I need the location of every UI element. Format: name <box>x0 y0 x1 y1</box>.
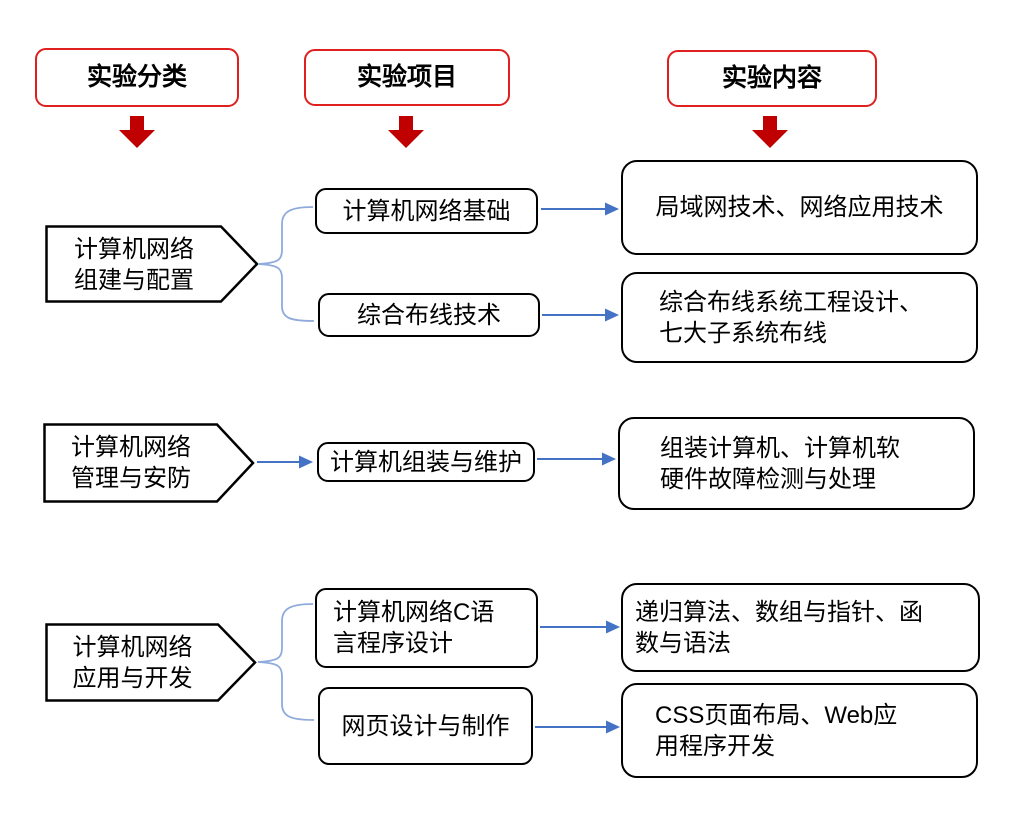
flow-arrow-head <box>299 455 313 469</box>
project-box-network-basics: 计算机网络基础 <box>315 188 538 234</box>
project-box-cabling: 综合布线技术 <box>318 293 540 337</box>
pentagon-shape <box>45 623 257 702</box>
category-label: 计算机网络 组建与配置 <box>74 236 194 294</box>
flow-arrow-head <box>602 452 616 466</box>
category-pentagon-network-security: 计算机网络 管理与安防 <box>43 423 255 503</box>
header-down-arrow-icon <box>388 116 424 148</box>
header-down-arrow-icon <box>752 116 788 148</box>
flow-arrow-head <box>606 720 620 734</box>
category-pentagon-network-development: 计算机网络 应用与开发 <box>45 623 257 702</box>
flow-arrow-head <box>605 308 619 322</box>
project-box-web-design: 网页设计与制作 <box>318 687 533 765</box>
content-box-css-web: CSS页面布局、Web应 用程序开发 <box>621 683 978 778</box>
flow-arrow-head <box>605 202 619 216</box>
brace-connector-group1 <box>257 206 315 322</box>
brace-connector-group3 <box>257 603 315 721</box>
category-label: 计算机网络 管理与安防 <box>71 434 191 492</box>
content-box-lan-tech: 局域网技术、网络应用技术 <box>621 160 978 255</box>
header-experiment-category: 实验分类 <box>35 48 239 107</box>
header-down-arrow-icon <box>119 116 155 148</box>
header-experiment-project: 实验项目 <box>304 49 510 106</box>
project-box-c-programming: 计算机网络C语 言程序设计 <box>315 588 538 668</box>
pentagon-shape <box>45 225 259 303</box>
content-box-cabling-design: 综合布线系统工程设计、 七大子系统布线 <box>621 272 978 363</box>
category-pentagon-network-setup: 计算机网络 组建与配置 <box>45 225 260 305</box>
flow-arrow-head <box>606 620 620 634</box>
content-box-algorithms: 递归算法、数组与指针、函 数与语法 <box>621 583 980 672</box>
pentagon-shape <box>43 423 255 503</box>
header-experiment-content: 实验内容 <box>667 50 877 107</box>
category-label: 计算机网络 应用与开发 <box>72 633 193 692</box>
project-box-assembly-maintenance: 计算机组装与维护 <box>317 442 535 482</box>
content-box-assembly-fault: 组装计算机、计算机软 硬件故障检测与处理 <box>618 417 975 510</box>
